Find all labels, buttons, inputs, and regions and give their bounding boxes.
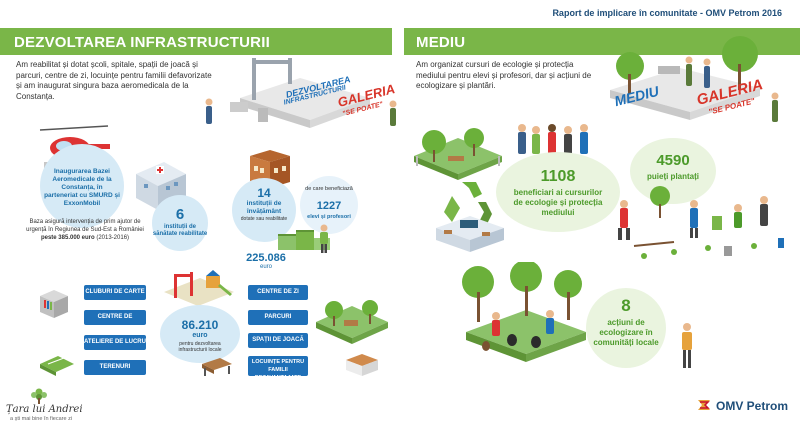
eco-course-label: beneficiari ai cursurilor de ecologie și… xyxy=(513,188,603,217)
tara-lui-andrei-tagline: a ști mai bine în fiecare zi xyxy=(10,416,73,422)
playground-illustration xyxy=(164,270,234,306)
infrastructure-heading: DEZVOLTAREA INFRASTRUCTURII xyxy=(14,34,270,51)
environment-stage-illustration xyxy=(610,36,779,122)
local-infrastructure-currency: euro xyxy=(192,332,208,339)
trees-planted-count: 4590 xyxy=(656,152,690,169)
beneficiaries-bubble xyxy=(300,176,358,234)
omv-petrom-brand: OMV Petrom xyxy=(716,399,789,413)
pill-book-clubs: CLUBURI DE CARTE xyxy=(84,285,146,300)
education-count: 14 xyxy=(257,186,271,200)
money-stacks-illustration xyxy=(278,230,330,250)
pill-housing: LOCUINȚE PENTRU FAMILII DEZAVANTAJATE xyxy=(248,356,308,381)
eco-actions-count: 8 xyxy=(621,296,631,315)
eco-course-count: 1108 xyxy=(540,168,576,185)
bench-illustration xyxy=(202,358,232,376)
health-count: 6 xyxy=(175,206,185,223)
pill-sports-fields: TERENURI SPORTIVE xyxy=(84,360,146,385)
education-currency: euro xyxy=(259,264,272,270)
people-group-illustration xyxy=(518,124,588,154)
trees-planted-label: puieți plantați xyxy=(647,172,699,181)
house-illustration xyxy=(346,354,378,376)
recycle-classroom-illustration xyxy=(436,182,504,252)
health-label: instituții de sănătate reabilitate xyxy=(152,224,208,237)
pill-day-centers: CENTRE DE ZI xyxy=(248,285,308,300)
volunteer-person-icon xyxy=(682,323,692,368)
education-bubble xyxy=(232,178,296,242)
infrastructure-stage-illustration xyxy=(205,58,397,128)
person-with-money-icon xyxy=(320,224,328,253)
bookshelf-illustration xyxy=(40,290,68,318)
environment-heading: MEDIU xyxy=(416,34,466,51)
infrastructure-intro: Am reabilitat și dotat școli, spitale, s… xyxy=(16,60,212,101)
tree-planting-illustration xyxy=(618,186,784,259)
local-infrastructure-label: pentru dezvoltarea infrastructurii local… xyxy=(178,341,222,353)
environment-intro: Am organizat cursuri de ecologie și prot… xyxy=(416,60,592,90)
pill-workshops: ATELIERE DE LUCRU xyxy=(84,335,146,350)
beneficiaries-label: elevi și profesori xyxy=(307,214,351,220)
eco-park-illustration xyxy=(414,128,502,180)
air-base-note: Baza asigură intervenția de prim ajutor … xyxy=(26,219,144,241)
trees-planted-bubble xyxy=(630,138,716,204)
park-illustration xyxy=(316,300,388,344)
air-base-bubble xyxy=(40,144,124,228)
local-infrastructure-amount: 86.210 xyxy=(181,318,219,332)
health-bubble xyxy=(152,195,208,251)
eco-actions-label: acțiuni de ecologizare în comunități loc… xyxy=(593,318,659,347)
beneficiaries-pre: de care beneficiază xyxy=(305,186,353,192)
education-amount: 225.086 xyxy=(246,252,286,264)
pill-placement-centers: CENTRE DE PLASAMENT xyxy=(84,310,146,335)
report-title: Raport de implicare în comunitate - OMV … xyxy=(552,8,782,18)
omv-petrom-logo-icon xyxy=(698,400,710,410)
pill-parks: PARCURI xyxy=(248,310,308,325)
air-base-text: Inaugurarea Bazei Aeromedicale de la Con… xyxy=(44,168,120,207)
eco-actions-bubble xyxy=(586,288,666,368)
pill-playgrounds: SPAȚII DE JOACĂ xyxy=(248,333,308,348)
tara-lui-andrei-title: Țara lui Andrei xyxy=(6,404,83,415)
tara-lui-andrei-logo-icon xyxy=(31,388,47,404)
eco-course-bubble xyxy=(496,152,620,232)
clean-up-illustration xyxy=(462,262,586,362)
education-sub: dotate sau reabilitate xyxy=(240,216,288,222)
education-label: instituții de învățământ xyxy=(246,200,282,215)
beneficiaries-count: 1227 xyxy=(316,200,342,212)
local-infrastructure-bubble xyxy=(160,305,240,363)
field-illustration xyxy=(40,356,74,376)
infrastructure-header-band xyxy=(0,28,392,55)
